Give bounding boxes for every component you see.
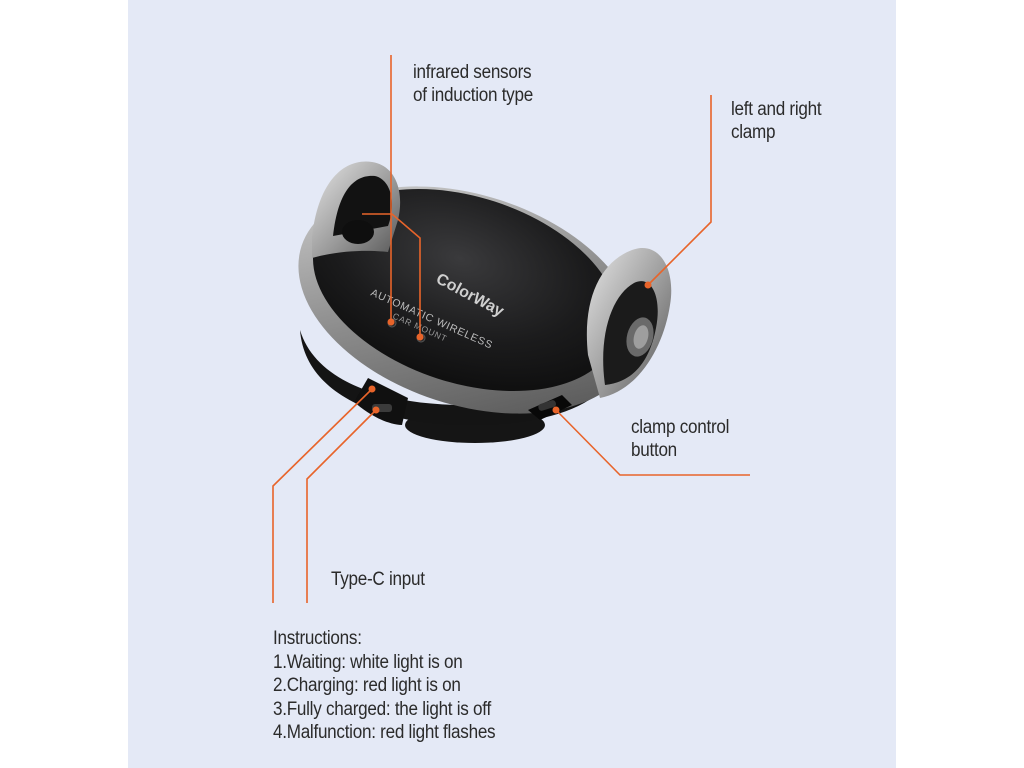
- instruction-item: 2.Charging: red light is on: [273, 675, 461, 696]
- instruction-item: 3.Fully charged: the light is off: [273, 698, 491, 720]
- device-face: ColorWay AUTOMATIC WIRELESS CAR MOUNT: [313, 188, 619, 392]
- instruction-item: 1.Waiting: white light is on: [273, 651, 463, 673]
- label-infrared-sensors: infrared sensors of induction type: [413, 62, 533, 106]
- callout-line-infrared-2: [362, 213, 421, 337]
- label-clamp-control-button: clamp control button: [631, 417, 730, 461]
- callout-lines: [272, 55, 750, 603]
- label-left-right-clamp: left and right clamp: [731, 99, 822, 143]
- left-clamp: [312, 161, 401, 258]
- instruction-item: 4.Malfunction: red light flashes: [273, 722, 496, 743]
- callout-line-typec-1: [272, 388, 373, 603]
- clamp-control-button: [528, 395, 572, 420]
- callout-line-typec-2: [306, 409, 377, 603]
- callout-dots: [368, 281, 652, 414]
- callout-line-button: [555, 409, 750, 476]
- label-typec-input: Type-C input: [331, 569, 425, 590]
- instructions-heading: Instructions:: [273, 628, 362, 649]
- callout-line-clamp: [647, 95, 712, 286]
- instructions-block: Instructions: 1.Waiting: white light is …: [273, 627, 496, 745]
